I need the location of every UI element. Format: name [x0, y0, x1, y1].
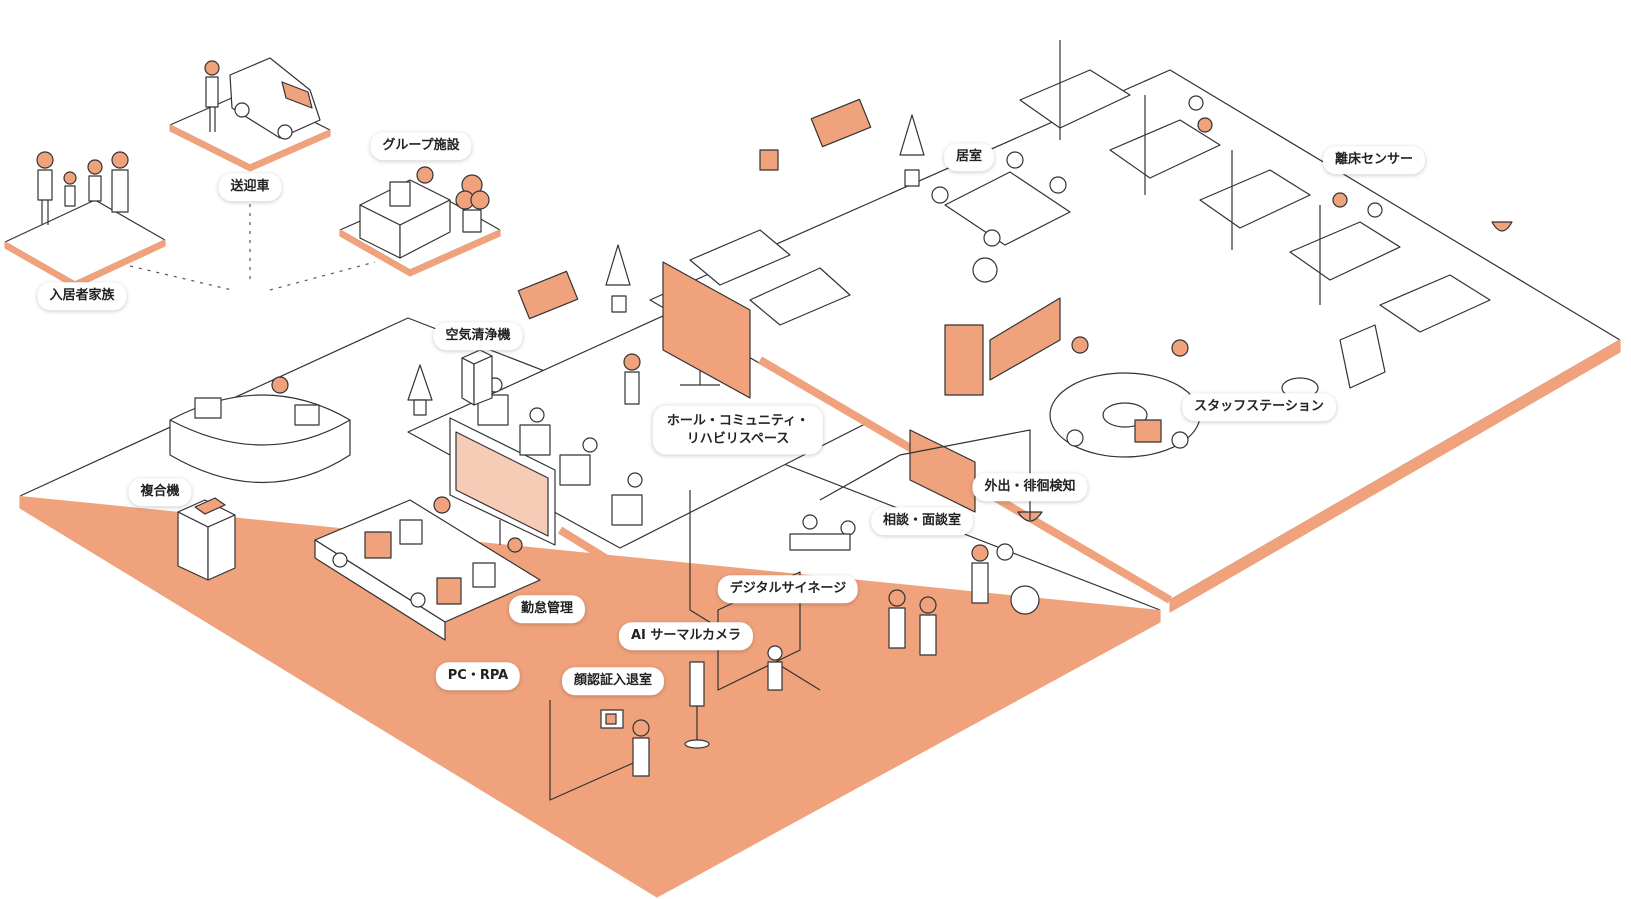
- label-thermal-camera: AI サーマルカメラ: [619, 622, 753, 650]
- label-wander-detect: 外出・徘徊検知: [972, 473, 1087, 501]
- network-connectors: [130, 195, 375, 290]
- multifunction-printer: [178, 498, 235, 580]
- label-multifunction: 複合機: [128, 478, 191, 506]
- label-bed-sensor: 離床センサー: [1323, 146, 1425, 174]
- label-air-purifier: 空気清浄機: [433, 322, 522, 350]
- label-face-auth: 顔認証入退室: [562, 667, 664, 695]
- label-attendance: 勤怠管理: [509, 595, 585, 623]
- air-purifier: [462, 350, 492, 405]
- family-platform: [5, 200, 165, 288]
- label-room: 居室: [944, 143, 994, 171]
- label-digital-signage: デジタルサイネージ: [718, 575, 858, 603]
- label-group-facility: グループ施設: [370, 132, 471, 160]
- label-pc-rpa: PC・RPA: [436, 662, 520, 690]
- label-shuttle: 送迎車: [218, 173, 281, 201]
- label-hall-line2: リハビリスペース: [667, 430, 809, 448]
- label-family: 入居者家族: [37, 282, 126, 310]
- label-hall: ホール・コミュニティ・ リハビリスペース: [653, 405, 823, 454]
- label-staff-station: スタッフステーション: [1182, 393, 1336, 421]
- label-hall-line1: ホール・コミュニティ・: [667, 412, 809, 430]
- label-consultation: 相談・面談室: [871, 507, 973, 535]
